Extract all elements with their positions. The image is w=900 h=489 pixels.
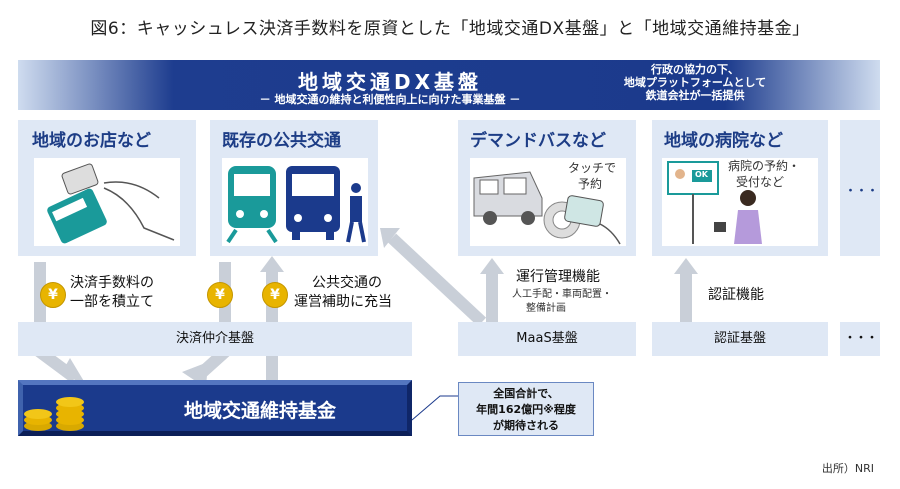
caption-line: タッチで (568, 161, 617, 175)
ops-function-title: 運行管理機能 (516, 269, 600, 285)
banner-note-line: 鉄道会社が一括提供 (645, 89, 745, 102)
panel-title-shops: 地域のお店など (32, 131, 151, 151)
hospital-caption: 病院の予約・ 受付など (728, 158, 800, 190)
yen-coin-icon: ¥ (262, 282, 288, 308)
auth-platform-bar: 認証基盤 (652, 322, 828, 356)
yen-coin-icon: ¥ (40, 282, 66, 308)
caption-line: 予約 (578, 177, 603, 191)
fee-line: 決済手数料の (70, 275, 154, 291)
kiosk-person-icon (667, 161, 762, 244)
payment-platform-bar: 決済仲介基盤 (18, 322, 412, 356)
banner-note: 行政の協力の下、 地域プラットフォームとして 鉄道会社が一括提供 (600, 63, 790, 102)
callout-line: 全国合計で、 (493, 387, 559, 400)
panel-title-transport: 既存の公共交通 (222, 131, 341, 151)
panel-more-ellipsis: ・・・ (844, 184, 879, 199)
ops-line: 人工手配・車両配置・ (512, 289, 612, 300)
banner-title: 地域交通DX基盤 (297, 70, 483, 94)
source-note: 出所）NRI (821, 462, 874, 475)
caption-line: 受付など (736, 175, 785, 189)
ops-function-detail: 人工手配・車両配置・ 整備計画 (512, 288, 612, 316)
payment-terminal-icon (47, 163, 175, 244)
subsidy-line: 公共交通の (312, 275, 382, 291)
van-card-icon (473, 171, 621, 245)
yen-coin-icon: ¥ (207, 282, 233, 308)
arrow-head (480, 258, 504, 274)
callout-line: が期待される (493, 419, 559, 432)
arrow-transport-fee (191, 262, 231, 383)
banner-note-line: 地域プラットフォームとして (623, 76, 767, 89)
caption-line: 病院の予約・ (728, 159, 801, 173)
arrow-head (674, 258, 698, 274)
auth-function-label: 認証機能 (708, 287, 764, 303)
more-platform-bar: ・・・ (840, 322, 880, 356)
fund-label: 地域交通維持基金 (183, 400, 336, 422)
arrow-maas-to-transport (387, 233, 487, 327)
demand-bus-illustration (470, 158, 626, 246)
fee-line: 一部を積立て (70, 294, 154, 310)
transport-illustration (222, 158, 368, 246)
figure-title: 図6：キャッシュレス決済手数料を原資とした「地域交通DX基盤」と「地域交通維持基… (90, 19, 810, 39)
ok-badge: OK (695, 170, 708, 179)
panel-title-demand-bus: デマンドバスなど (470, 131, 606, 151)
arrow-head (380, 228, 400, 248)
payment-terminal-illustration (34, 158, 180, 246)
ops-line: 整備計画 (526, 303, 566, 314)
transport-fund-bevel (18, 380, 412, 436)
coin-stack-icon (24, 397, 84, 431)
arrow-head (260, 256, 284, 272)
demand-bus-caption: タッチで 予約 (568, 160, 616, 192)
banner-subtitle: － 地域交通の維持と利便性向上に向けた事業基盤 － (259, 93, 521, 106)
panel-title-hospital: 地域の病院など (664, 131, 783, 151)
callout-line: 年間162億円※程度 (476, 403, 576, 416)
subsidy-label: 公共交通の 運営補助に充当 (294, 274, 392, 312)
subsidy-line: 運営補助に充当 (294, 294, 392, 310)
fee-accumulate-label: 決済手数料の 一部を積立て (70, 274, 154, 312)
maas-platform-bar: MaaS基盤 (458, 322, 636, 356)
panel-more (840, 120, 880, 256)
hospital-illustration (662, 158, 818, 246)
train-bus-icon (226, 166, 366, 244)
fund-estimate-callout: 全国合計で、 年間162億円※程度 が期待される (458, 382, 594, 436)
dx-platform-banner (18, 60, 880, 110)
banner-note-line: 行政の協力の下、 (651, 63, 739, 76)
callout-connector (411, 395, 458, 421)
